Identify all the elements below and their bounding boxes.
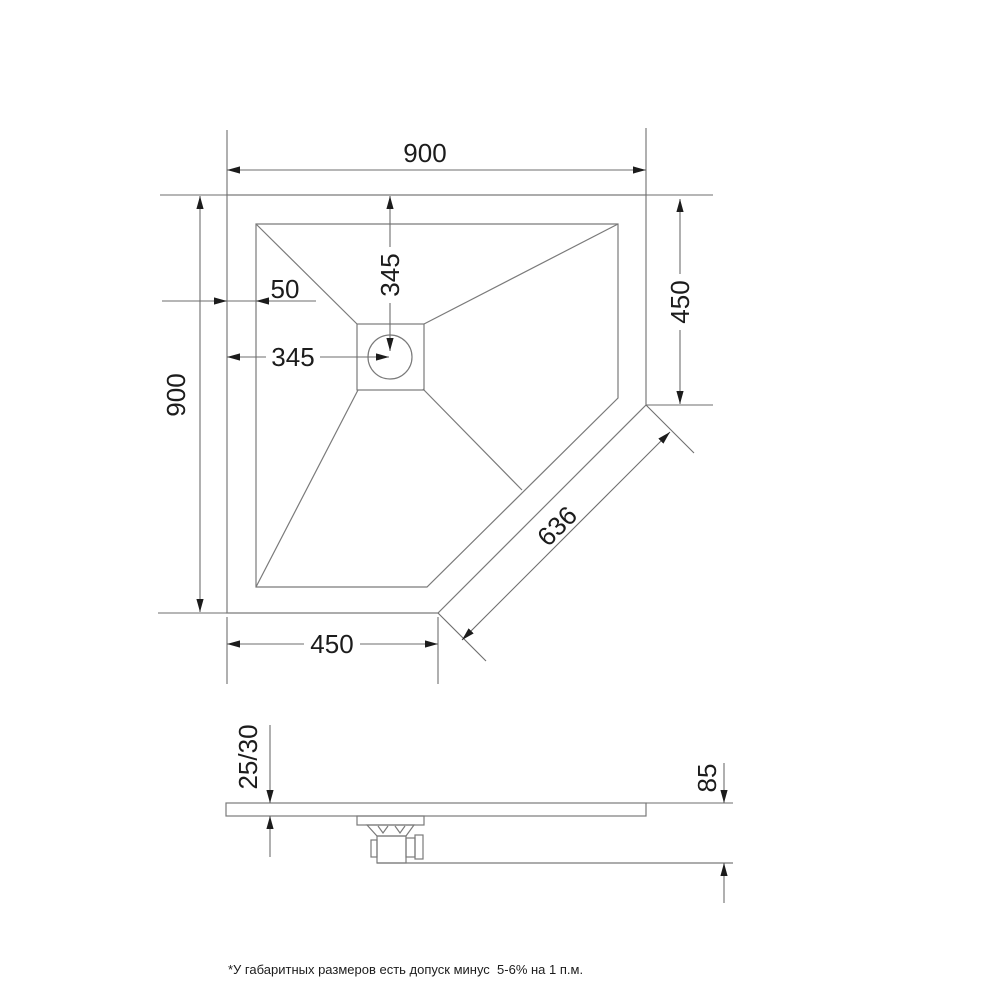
label-mask	[378, 247, 402, 303]
dim-label-drain-y: 345	[375, 253, 405, 296]
slope-fold-line-diagonal	[422, 388, 523, 491]
dim-label-bottom: 450	[310, 629, 353, 659]
drain-trap-body	[376, 835, 407, 864]
drain-outlet-pipe	[405, 837, 416, 858]
slope-fold-line-top-right	[423, 223, 619, 325]
label-mask	[304, 632, 360, 657]
label-mask	[266, 345, 320, 370]
dim-label-top-width: 900	[403, 138, 446, 168]
dim-label-height-group: 85	[692, 764, 722, 793]
drain-flange	[356, 815, 425, 826]
dim-label-thickness: 25/30	[233, 724, 263, 789]
label-mask	[667, 274, 693, 330]
slope-fold-line-top-left	[255, 223, 358, 325]
dim-label-thickness-group: 25/30	[233, 724, 263, 789]
tray-slab-profile	[225, 802, 647, 817]
dim-label-left-height: 900	[161, 373, 191, 416]
dim-label-drain-y-group: 345	[375, 247, 405, 303]
dim-line-diagonal	[461, 431, 671, 641]
ext-line-diagonal-top	[645, 404, 695, 454]
side-view: 25/30 85	[225, 724, 733, 903]
dim-label-bottom-group: 450	[304, 629, 360, 659]
dim-label-drain-x-group: 345	[266, 342, 320, 372]
dim-label-diagonal: 636	[531, 500, 583, 552]
plan-view: 900 900 450 450 345 345 50 636	[158, 128, 713, 684]
dim-label-diagonal-group: 636	[531, 500, 583, 552]
slope-fold-line-bottom-left	[255, 389, 359, 588]
dim-label-right-side: 450	[665, 280, 695, 323]
dim-label-left-height-group: 900	[161, 373, 191, 416]
drain-left-tab	[370, 839, 378, 858]
drain-funnel	[365, 824, 416, 837]
ext-line-diagonal-bottom	[437, 612, 487, 662]
drain-outlet-cap	[414, 834, 424, 860]
tolerance-footnote: *У габаритных размеров есть допуск минус…	[228, 962, 583, 977]
drain-funnel-notches	[377, 825, 406, 835]
dim-label-rim: 50	[271, 274, 300, 304]
dim-label-right-side-group: 450	[665, 274, 695, 330]
dim-label-drain-x: 345	[271, 342, 314, 372]
dim-label-height: 85	[692, 764, 722, 793]
